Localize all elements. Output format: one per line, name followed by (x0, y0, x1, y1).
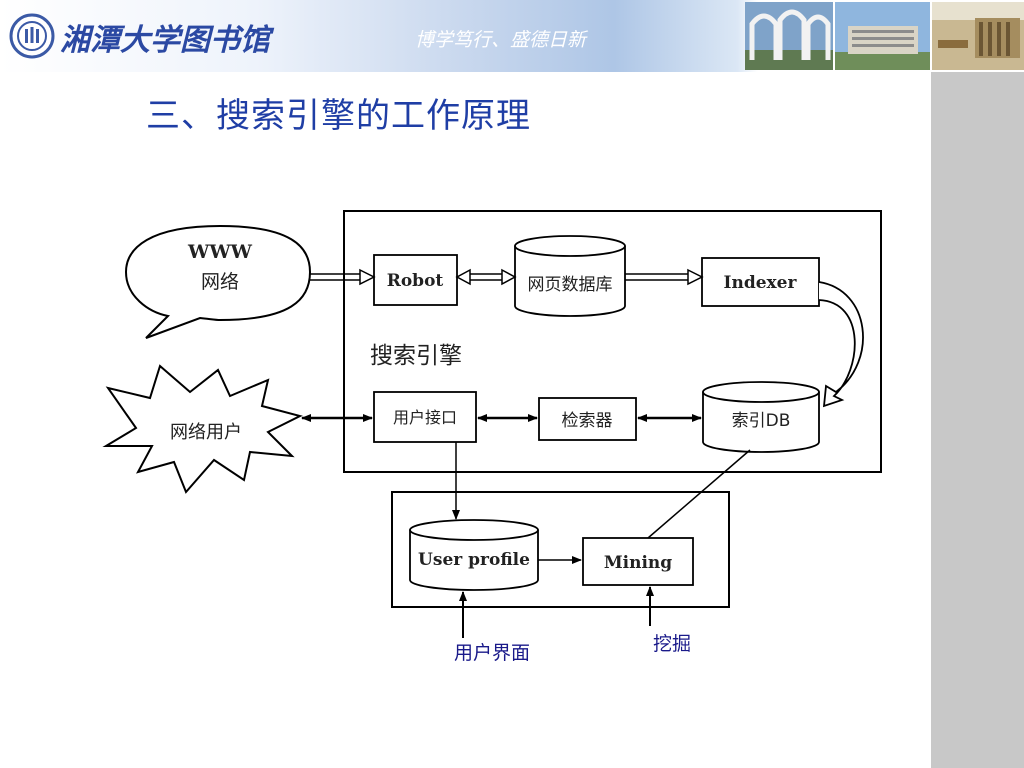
arrow-robot-webpagedb (455, 268, 517, 286)
engine-label: 搜索引擎 (370, 343, 462, 369)
network-label: 网络 (201, 271, 239, 293)
user-ui-annotation: 用户界面 (454, 642, 530, 664)
library-name-logo: 湘潭大学图书馆 (60, 23, 275, 58)
slogan-text: 博学笃行、盛德日新 (415, 29, 589, 51)
www-cloud: WWW 网络 (124, 224, 312, 339)
web-user-label: 网络用户 (170, 422, 242, 443)
webpage-db-label: 网页数据库 (528, 275, 613, 295)
web-user-burst: 网络用户 (102, 364, 303, 494)
campus-gate-photo (745, 2, 833, 70)
mining-label: Mining (604, 553, 672, 573)
robot-box (373, 254, 458, 306)
arrow-www-robot (310, 268, 376, 286)
arrow-webpagedb-indexer (625, 268, 704, 286)
index-db-cylinder: 索引DB (702, 381, 820, 453)
retriever-label: 检索器 (562, 411, 613, 431)
user-interface-box (373, 391, 477, 443)
robot-label: Robot (387, 271, 444, 291)
mining-annotation: 挖掘 (653, 633, 691, 655)
user-profile-cylinder: User profile (409, 519, 539, 591)
side-panel (931, 72, 1024, 768)
retriever-box (538, 397, 637, 441)
arrow-indexer-indexdb (818, 281, 864, 408)
profile-frame (391, 491, 730, 608)
university-seal-icon (9, 13, 55, 59)
line-mining-indexdb (647, 449, 751, 539)
webpage-db-cylinder: 网页数据库 (514, 235, 626, 317)
user-profile-label: User profile (418, 550, 530, 570)
user-interface-label: 用户接口 (393, 408, 457, 427)
mining-box (582, 537, 694, 586)
reading-room-photo (932, 2, 1024, 70)
campus-building-photo (835, 2, 930, 70)
header-banner: 湘潭大学图书馆 博学笃行、盛德日新 (0, 0, 1024, 72)
banner-graphics: 湘潭大学图书馆 博学笃行、盛德日新 (9, 2, 1024, 70)
slide-title: 三、搜索引擎的工作原理 (146, 96, 531, 136)
index-db-label: 索引DB (732, 411, 791, 431)
search-engine-frame (343, 210, 882, 473)
www-label: WWW (187, 241, 253, 263)
indexer-box (701, 257, 820, 307)
indexer-label: Indexer (724, 273, 798, 293)
